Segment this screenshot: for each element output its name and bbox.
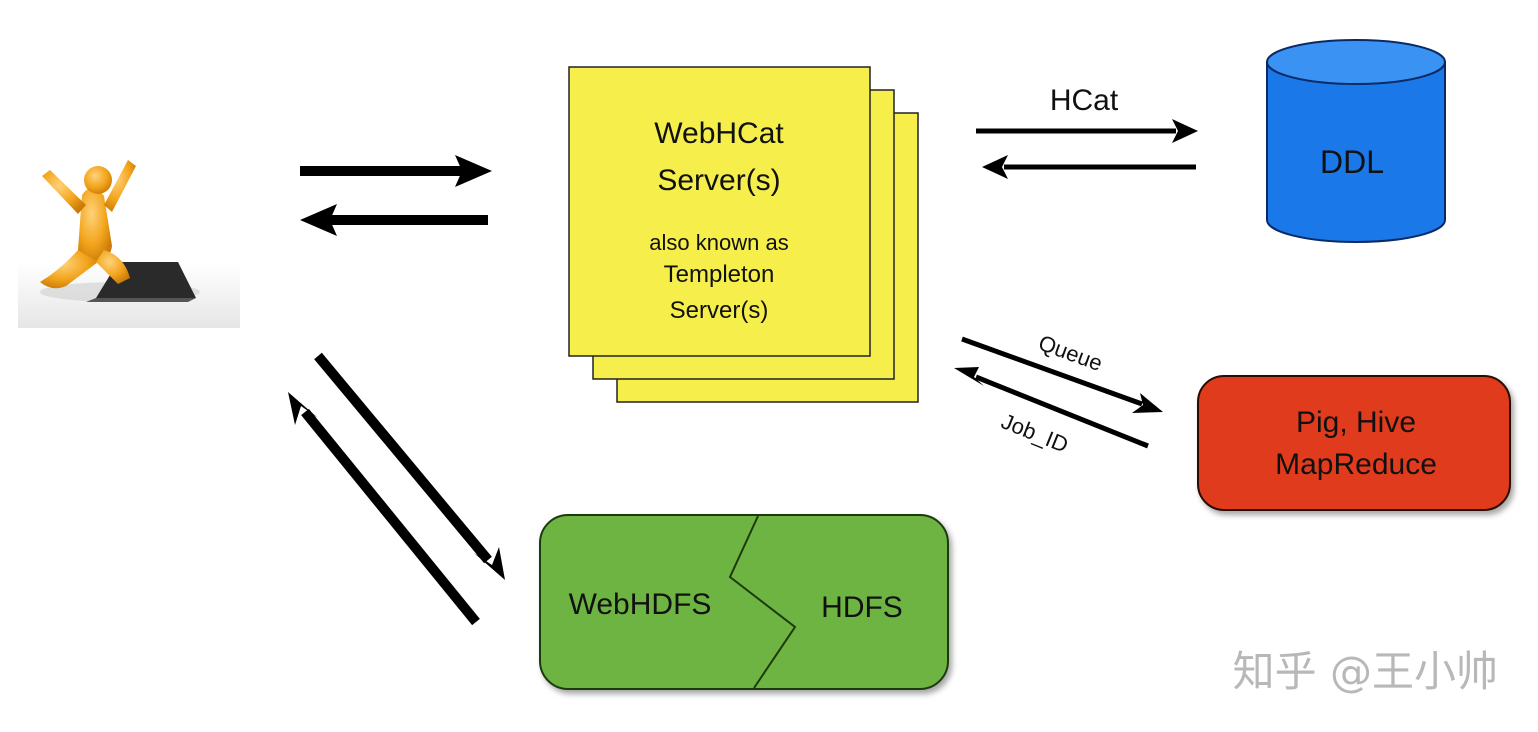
job-id-label: Job_ID (998, 408, 1072, 457)
ddl-label: DDL (1320, 144, 1384, 180)
ddl-cylinder: DDL (1266, 39, 1446, 243)
hcat-label: HCat (1050, 84, 1119, 117)
pig-hive-line2: MapReduce (1275, 448, 1437, 481)
pig-hive-line1: Pig, Hive (1296, 406, 1416, 439)
webhcat-subtitle-line2: Templeton (664, 261, 775, 288)
user-webhcat-arrows (300, 155, 492, 236)
webhcat-subtitle-line3: Server(s) (670, 297, 769, 324)
webhcat-subtitle-line1: also known as (649, 230, 788, 255)
pig-hive-mapreduce-box: Pig, Hive MapReduce (1197, 375, 1511, 511)
queue-job-arrows (954, 336, 1163, 449)
watermark-text: 知乎 @王小帅 (1233, 647, 1498, 696)
webhcat-title-line1: WebHCat (654, 117, 784, 150)
user-hdfs-arrows (288, 352, 505, 626)
webhcat-title-line2: Server(s) (657, 164, 780, 197)
webhcat-server-stack: WebHCat Server(s) also known as Templeto… (568, 66, 919, 403)
user-with-laptop-icon (18, 160, 240, 328)
hdfs-label: HDFS (821, 591, 903, 624)
hcat-arrows (976, 119, 1198, 179)
webhdfs-label: WebHDFS (569, 588, 712, 621)
webhdfs-hdfs-box: WebHDFS HDFS (539, 514, 949, 690)
